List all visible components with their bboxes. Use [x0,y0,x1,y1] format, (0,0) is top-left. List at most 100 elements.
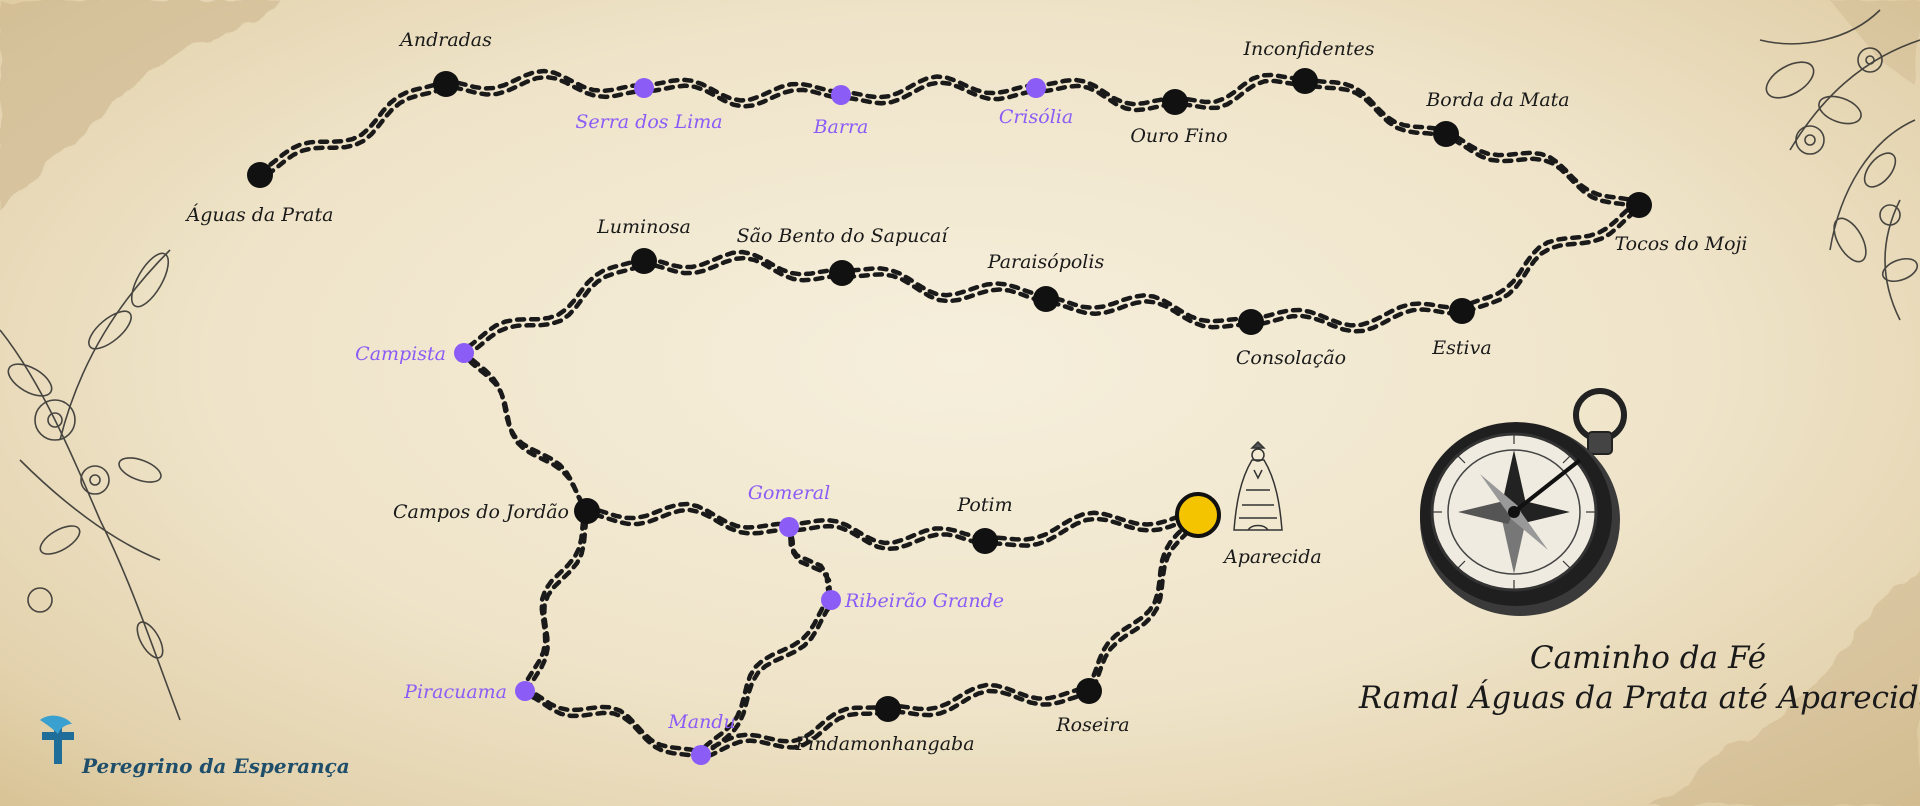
stop-pindamonhangaba: Pindamonhangaba [794,696,975,755]
stop-label-sao-bento: São Bento do Sapucaí [737,225,951,247]
floral-top-right-icon [1759,9,1920,321]
village-marker [1026,78,1046,98]
footprint-trail-segment [640,77,843,103]
city-marker [1238,309,1264,335]
village-marker [634,78,654,98]
footprint-trail-segment [981,509,1200,542]
stop-label-ouro-fino: Ouro Fino [1130,125,1227,147]
footprint-trail-segment [787,523,989,552]
stop-label-campista: Campista [355,343,446,365]
stop-consolacao: Consolação [1236,309,1346,369]
footprint-trail-segment [886,688,1093,718]
stop-ouro-fino: Ouro Fino [1130,89,1228,147]
city-marker [972,528,998,554]
stop-campos-do-jordao: Campos do Jordão [393,498,600,524]
footprint-trail-segment [642,255,846,283]
city-marker [829,260,855,286]
stop-barra: Barra [813,85,869,138]
footprint-trail-segment [1034,83,1179,113]
city-marker [247,162,273,188]
footprint-trail-segment [1044,299,1255,330]
stop-label-gomeral: Gomeral [748,482,830,504]
footprint-trail-segment [521,685,703,755]
footprint-trail-segment [1087,515,1202,697]
city-marker [1449,298,1475,324]
stop-label-inconfidentes: Inconfidentes [1242,38,1374,60]
footprint-trail-segment [1042,293,1253,324]
dove-cross-icon [40,715,74,764]
stop-label-ribeirao-grande: Ribeirão Grande [844,590,1004,612]
stop-tocos-do-moji: Tocos do Moji [1614,192,1748,255]
stop-aparecida: Aparecida [1175,492,1322,568]
city-marker [1033,286,1059,312]
city-marker [631,248,657,274]
city-marker [1626,192,1652,218]
stop-label-borda-da-mata: Borda da Mata [1425,89,1569,111]
footprint-trail-segment [983,515,1202,548]
footprint-trail-segment [697,703,890,755]
footprint-trail-segment [583,501,791,530]
stop-piracuama: Piracuama [403,681,535,703]
map-title-line-2: Ramal Águas da Prata até Aparecida [1358,678,1920,716]
footprint-trail-segment [840,272,1050,305]
stop-label-potim: Potim [956,494,1012,516]
stop-label-barra: Barra [813,116,869,138]
stop-inconfidentes: Inconfidentes [1242,38,1375,94]
footprint-trail-segment [258,84,450,181]
footprint-trail-segment [787,527,835,606]
village-marker [831,85,851,105]
stop-mandu: Mandu [667,711,736,765]
stop-label-roseira: Roseira [1055,714,1129,736]
stop-serra-dos-lima: Serra dos Lima [575,78,723,133]
stop-ribeirao-grande: Ribeirão Grande [821,590,1004,612]
stop-label-andradas: Andradas [398,29,492,51]
stop-label-paraisopolis: Paraisópolis [987,251,1105,273]
stop-sao-bento: São Bento do Sapucaí [737,225,951,286]
footprint-trail-segment [1171,72,1307,105]
footprint-trail-segment [699,709,892,761]
stop-label-luminosa: Luminosa [596,216,691,238]
stop-potim: Potim [956,494,1013,554]
footprint-trail-segment [1247,301,1464,328]
village-marker [454,343,474,363]
city-marker [1076,678,1102,704]
stop-label-tocos-do-moji: Tocos do Moji [1614,233,1747,255]
stop-luminosa: Luminosa [596,216,691,274]
stop-label-crisolia: Crisólia [999,106,1073,128]
footprint-trail-segment [785,517,987,546]
stop-label-piracuama: Piracuama [403,681,507,703]
footprint-trail-segment [640,249,844,277]
footprint-trail-segment [256,78,448,175]
city-marker [875,696,901,722]
footprint-trail-segment [1301,75,1448,134]
village-marker [691,745,711,765]
footprint-trail-segment [699,600,835,761]
destination-marker [1175,492,1221,538]
city-marker [433,71,459,97]
footprint-trail-segment [462,261,648,359]
stop-paraisopolis: Paraisópolis [987,251,1105,312]
footprint-trail-segment [523,691,705,761]
village-marker [821,590,841,610]
city-marker [1292,68,1318,94]
map-title-line-1: Caminho da Fé [1530,640,1766,676]
stop-crisolia: Crisólia [999,78,1073,128]
city-marker [574,498,600,524]
footprint-trail-segment [1249,307,1466,334]
footprint-trail-segment [884,682,1091,712]
footprint-trail-segment [1442,128,1641,205]
stop-andradas: Andradas [398,29,492,97]
footprint-trail-segment [442,68,646,94]
city-marker [1162,89,1188,115]
stop-label-consolacao: Consolação [1236,347,1346,369]
footprint-trail-segment [585,507,793,536]
footprint-trail-segment [521,505,589,691]
footprint-trail-segment [1303,81,1450,140]
stop-borda-da-mata: Borda da Mata [1425,89,1570,147]
stop-campista: Campista [355,343,474,365]
village-marker [779,517,799,537]
floral-left-icon [0,249,181,721]
stop-aguas-da-prata: Águas da Prata [185,162,333,226]
